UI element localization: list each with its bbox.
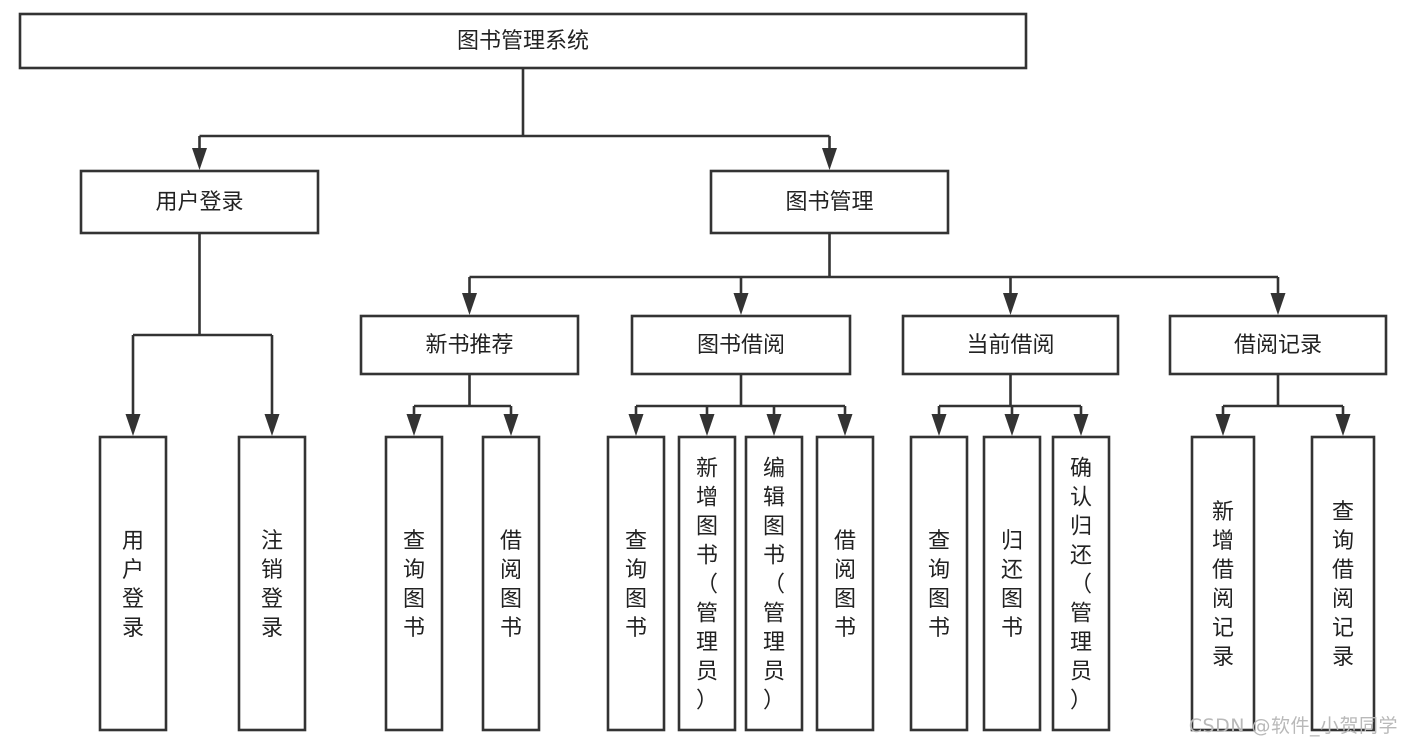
- node-leaf-user-login[interactable]: 用户登录: [98, 435, 168, 732]
- node-leaf-query-book-2[interactable]: 查询图书: [606, 435, 666, 732]
- node-box-user-login[interactable]: [79, 169, 320, 235]
- node-leaf-borrow-book-1[interactable]: 借阅图书: [481, 435, 541, 732]
- node-box-leaf-query-book-2[interactable]: [606, 435, 666, 732]
- node-box-leaf-add-record[interactable]: [1190, 435, 1256, 732]
- node-label-leaf-add-record: 新增借阅记录: [1212, 500, 1234, 670]
- node-label-leaf-confirm-return: 确认归还（管理员）: [1070, 457, 1092, 714]
- node-leaf-add-record[interactable]: 新增借阅记录: [1190, 435, 1256, 732]
- node-box-leaf-borrow-book-2[interactable]: [815, 435, 875, 732]
- node-box-leaf-logout[interactable]: [237, 435, 307, 732]
- arrow-head-icon: [1215, 414, 1231, 436]
- arrow-head-icon: [822, 148, 837, 170]
- node-box-leaf-add-book[interactable]: [677, 435, 737, 732]
- node-box-new-book-rec[interactable]: [359, 314, 580, 376]
- node-label-leaf-query-record: 查询借阅记录: [1332, 500, 1354, 670]
- node-label-user-login: 用户登录: [155, 190, 243, 215]
- node-label-leaf-query-book-1: 查询图书: [403, 529, 425, 641]
- node-borrow-record[interactable]: 借阅记录: [1168, 314, 1388, 376]
- node-new-book-rec[interactable]: 新书推荐: [359, 314, 580, 376]
- node-box-leaf-query-book-1[interactable]: [384, 435, 444, 732]
- node-label-new-book-rec: 新书推荐: [425, 333, 513, 358]
- arrow-head-icon: [931, 414, 947, 436]
- node-box-book-manage[interactable]: [709, 169, 950, 235]
- node-box-borrow-record[interactable]: [1168, 314, 1388, 376]
- node-label-book-borrow: 图书借阅: [697, 333, 785, 358]
- node-layer: 图书管理系统用户登录图书管理新书推荐图书借阅当前借阅借阅记录用户登录注销登录查询…: [18, 12, 1388, 732]
- node-leaf-add-book[interactable]: 新增图书（管理员）: [677, 435, 737, 732]
- node-box-leaf-query-book-3[interactable]: [909, 435, 969, 732]
- arrow-head-icon: [125, 414, 141, 436]
- node-label-leaf-query-book-2: 查询图书: [625, 529, 647, 641]
- connector-group-book-borrow: [628, 374, 853, 436]
- node-leaf-return-book[interactable]: 归还图书: [982, 435, 1042, 732]
- node-leaf-edit-book[interactable]: 编辑图书（管理员）: [744, 435, 804, 732]
- node-label-root: 图书管理系统: [457, 29, 589, 54]
- csdn-watermark: CSDN @软件_小贺同学: [1189, 715, 1398, 737]
- node-label-leaf-edit-book: 编辑图书（管理员）: [763, 457, 785, 714]
- node-label-leaf-borrow-book-2: 借阅图书: [834, 529, 856, 641]
- node-leaf-confirm-return[interactable]: 确认归还（管理员）: [1051, 435, 1111, 732]
- arrow-head-icon: [628, 414, 644, 436]
- node-box-leaf-return-book[interactable]: [982, 435, 1042, 732]
- arrow-head-icon: [503, 414, 519, 436]
- connector-group-root: [192, 68, 837, 170]
- node-label-leaf-logout: 注销登录: [261, 529, 283, 641]
- node-box-leaf-query-record[interactable]: [1310, 435, 1376, 732]
- node-box-leaf-confirm-return[interactable]: [1051, 435, 1111, 732]
- node-box-leaf-user-login[interactable]: [98, 435, 168, 732]
- arrow-head-icon: [733, 293, 749, 315]
- node-box-current-borrow[interactable]: [901, 314, 1120, 376]
- node-root[interactable]: 图书管理系统: [18, 12, 1028, 70]
- node-leaf-logout[interactable]: 注销登录: [237, 435, 307, 732]
- node-label-current-borrow: 当前借阅: [966, 333, 1054, 358]
- connector-group-new-book-rec: [406, 374, 519, 436]
- node-current-borrow[interactable]: 当前借阅: [901, 314, 1120, 376]
- arrow-head-icon: [462, 293, 477, 315]
- node-user-login[interactable]: 用户登录: [79, 169, 320, 235]
- arrow-head-icon: [1270, 293, 1286, 315]
- arrow-head-icon: [1073, 414, 1089, 436]
- arrow-head-icon: [264, 414, 280, 436]
- node-leaf-query-book-3[interactable]: 查询图书: [909, 435, 969, 732]
- arrow-head-icon: [1004, 414, 1020, 436]
- arrow-head-icon: [699, 414, 715, 436]
- node-label-leaf-query-book-3: 查询图书: [928, 529, 950, 641]
- node-book-manage[interactable]: 图书管理: [709, 169, 950, 235]
- arrow-head-icon: [837, 414, 853, 436]
- node-label-leaf-user-login: 用户登录: [122, 529, 144, 641]
- node-leaf-query-book-1[interactable]: 查询图书: [384, 435, 444, 732]
- arrow-head-icon: [1335, 414, 1351, 436]
- connector-layer: [125, 68, 1351, 436]
- connector-group-current-borrow: [931, 374, 1089, 436]
- connector-group-book-manage: [462, 233, 1286, 315]
- node-box-root[interactable]: [18, 12, 1028, 70]
- node-box-leaf-edit-book[interactable]: [744, 435, 804, 732]
- arrow-head-icon: [192, 148, 207, 170]
- node-label-leaf-borrow-book-1: 借阅图书: [500, 529, 522, 641]
- connector-group-borrow-record: [1215, 374, 1351, 436]
- node-label-leaf-return-book: 归还图书: [1001, 529, 1023, 641]
- node-leaf-query-record[interactable]: 查询借阅记录: [1310, 435, 1376, 732]
- node-book-borrow[interactable]: 图书借阅: [630, 314, 852, 376]
- node-label-leaf-add-book: 新增图书（管理员）: [696, 457, 718, 714]
- node-label-borrow-record: 借阅记录: [1234, 333, 1322, 358]
- node-box-leaf-borrow-book-1[interactable]: [481, 435, 541, 732]
- node-leaf-borrow-book-2[interactable]: 借阅图书: [815, 435, 875, 732]
- arrow-head-icon: [766, 414, 782, 436]
- node-box-book-borrow[interactable]: [630, 314, 852, 376]
- arrow-head-icon: [1003, 293, 1018, 315]
- connector-group-user-login: [125, 233, 280, 436]
- arrow-head-icon: [406, 414, 422, 436]
- node-label-book-manage: 图书管理: [785, 190, 873, 215]
